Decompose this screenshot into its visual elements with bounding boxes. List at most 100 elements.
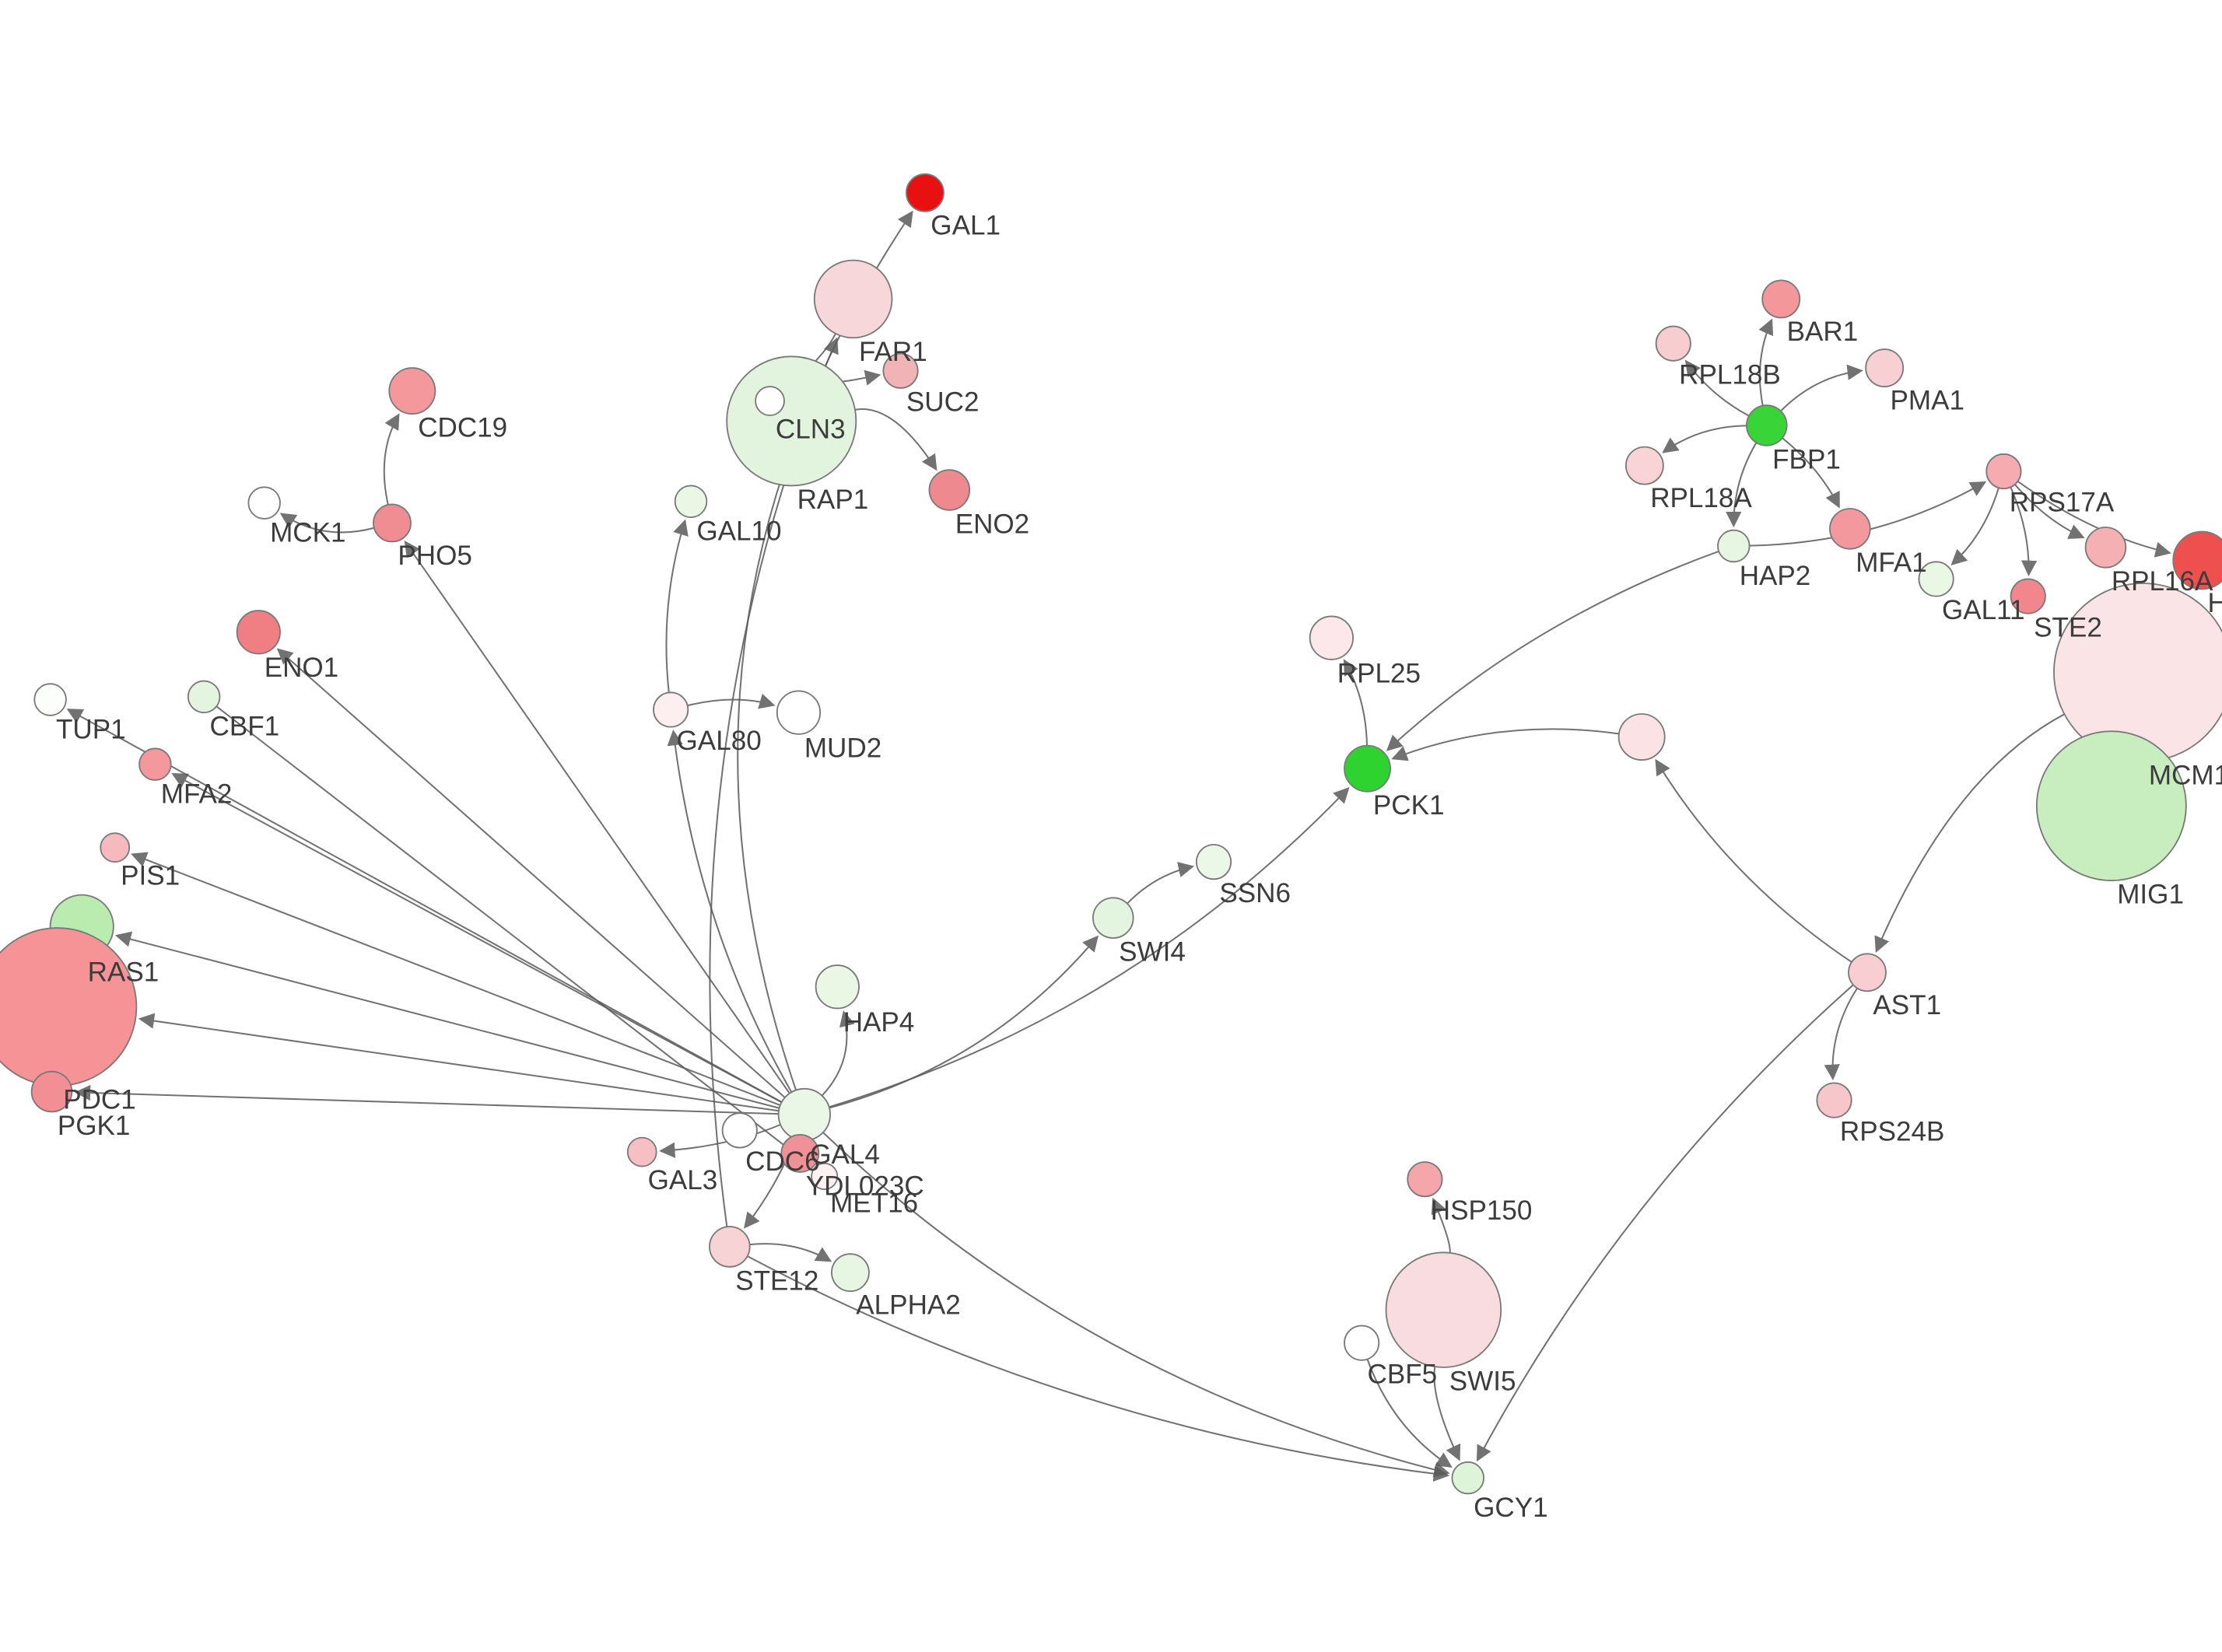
edge-GAL4-TUP1[interactable] (66, 709, 783, 1103)
node-GAL3[interactable] (626, 1136, 657, 1167)
node-label-SWI4: SWI4 (1119, 937, 1186, 968)
node-PCK1[interactable] (1344, 744, 1392, 793)
edge-STE12-GCY1[interactable] (747, 1255, 1450, 1482)
edge-N_UNLABELED-PCK1[interactable] (1391, 728, 1620, 761)
edge-GAL4-PGK1[interactable] (74, 1084, 779, 1115)
node-PDC1[interactable] (0, 927, 138, 1087)
node-MIG1[interactable] (2035, 730, 2187, 882)
node-HIS4[interactable] (2172, 530, 2222, 590)
edge-SWI5-GCY1[interactable] (1433, 1366, 1461, 1461)
node-GAL4[interactable] (777, 1087, 831, 1142)
edge-AST1-RPS24B[interactable] (1824, 988, 1858, 1080)
node-PGK1[interactable] (30, 1070, 73, 1113)
edge-FBP1-PMA1[interactable] (1780, 364, 1863, 412)
node-CDC19[interactable] (388, 367, 436, 415)
node-GAL1[interactable] (906, 173, 945, 212)
edge-RPS17A-RPL16A[interactable] (2014, 484, 2085, 539)
node-PIS1[interactable] (100, 832, 131, 863)
edge-FBP1-HAP2[interactable] (1726, 442, 1758, 528)
node-STE2[interactable] (2010, 578, 2046, 614)
node-AST1[interactable] (1848, 953, 1887, 992)
edge-GAL4-HAP4[interactable] (821, 1010, 855, 1097)
node-PHO5[interactable] (373, 503, 412, 543)
edge-GAL4-RAS1[interactable] (114, 931, 780, 1109)
node-PMA1[interactable] (1865, 348, 1905, 387)
node-RPS24B[interactable] (1816, 1082, 1852, 1118)
edge-PCK1-RPL25[interactable] (1343, 659, 1368, 746)
node-MFA2[interactable] (138, 747, 172, 781)
node-ENO1[interactable] (236, 610, 281, 655)
edge-CBF5-GCY1[interactable] (1366, 1359, 1453, 1468)
node-SWI4[interactable] (1092, 897, 1134, 939)
node-MUD2[interactable] (776, 690, 822, 735)
node-label-ALPHA2: ALPHA2 (856, 1290, 960, 1321)
edge-RPS17A-STE2[interactable] (2010, 486, 2038, 576)
node-GCY1[interactable] (1451, 1461, 1485, 1495)
node-RPL16A[interactable] (2084, 527, 2127, 569)
node-RPS17A[interactable] (1985, 453, 2022, 490)
edge-RAP1-SUC2[interactable] (841, 369, 881, 386)
node-SWI5[interactable] (1385, 1251, 1502, 1368)
node-SUC2[interactable] (882, 352, 919, 389)
node-RAP1[interactable] (726, 355, 857, 487)
edge-GAL4-ENO1[interactable] (276, 648, 786, 1098)
edge-GAL4-MFA2[interactable] (171, 773, 783, 1104)
edge-GAL4-PCK1[interactable] (829, 786, 1350, 1108)
edge-HAP2-PCK1[interactable] (1386, 550, 1719, 751)
node-GAL10[interactable] (674, 485, 708, 519)
edge-GAL80-GAL10[interactable] (665, 519, 689, 693)
edge-SWI5-HSP150[interactable] (1431, 1197, 1451, 1253)
edge-GAL80-MUD2[interactable] (687, 693, 776, 709)
edge-FBP1-MFA1[interactable] (1782, 437, 1840, 509)
node-HAP4[interactable] (815, 964, 860, 1010)
node-TUP1[interactable] (33, 683, 67, 716)
edge-CBF1-MET16[interactable] (216, 705, 812, 1167)
node-RPL18B[interactable] (1655, 325, 1691, 362)
node-ENO2[interactable] (928, 469, 971, 511)
node-FAR1[interactable] (813, 259, 893, 339)
node-HSP150[interactable] (1407, 1161, 1443, 1198)
edge-AST1-GCY1[interactable] (1476, 984, 1854, 1462)
node-CDC6[interactable] (721, 1112, 758, 1149)
node-GAL11[interactable] (1918, 561, 1954, 597)
node-label-ENO1: ENO1 (265, 653, 338, 683)
node-unlabeled[interactable] (1617, 713, 1666, 761)
edge-HAP2-RPS17A[interactable] (1749, 481, 1987, 547)
edge-GAL4-SWI4[interactable] (829, 935, 1099, 1109)
edge-RPS17A-GAL11[interactable] (1950, 487, 1999, 566)
node-CBF5[interactable] (1344, 1325, 1380, 1361)
edge-FBP1-RPL18A[interactable] (1662, 425, 1747, 453)
edge-FBP1-RPL18B[interactable] (1684, 359, 1750, 417)
node-FBP1[interactable] (1746, 404, 1788, 446)
node-RPL25[interactable] (1309, 615, 1354, 660)
node-STE12[interactable] (709, 1226, 751, 1268)
node-SSN6[interactable] (1195, 844, 1232, 880)
node-MCM1[interactable] (2053, 583, 2222, 762)
edge-GAL4-GCY1[interactable] (822, 1132, 1450, 1478)
node-YDL023C[interactable] (780, 1134, 820, 1173)
node-MFA1[interactable] (1829, 508, 1871, 550)
edge-SWI4-SSN6[interactable] (1127, 862, 1195, 905)
node-ALPHA2[interactable] (831, 1253, 870, 1293)
edge-GAL4-PHO5[interactable] (404, 540, 790, 1094)
edge-RPS17A-HIS4[interactable] (2017, 481, 2171, 558)
edge-GAL4-GAL80[interactable] (667, 729, 793, 1093)
node-HAP2[interactable] (1717, 529, 1751, 563)
edge-AST1-N_UNLABELED[interactable] (1655, 758, 1852, 963)
edge-PHO5-MCK1[interactable] (279, 513, 375, 534)
edge-PHO5-CDC19[interactable] (383, 413, 400, 506)
node-GAL80[interactable] (653, 691, 689, 728)
node-BAR1[interactable] (1761, 279, 1801, 319)
node-CBF1[interactable] (187, 680, 221, 714)
node-RPL18A[interactable] (1624, 446, 1664, 485)
edge-STE12-ALPHA2[interactable] (749, 1243, 832, 1262)
node-MCK1[interactable] (247, 486, 281, 520)
edge-FBP1-BAR1[interactable] (1758, 318, 1774, 406)
node-MET16[interactable] (811, 1162, 839, 1190)
edge-GAL4-PIS1[interactable] (131, 852, 781, 1107)
edge-GAL4-GAL3[interactable] (659, 1124, 781, 1158)
node-CLN3[interactable] (755, 386, 785, 416)
edge-MCM1-AST1[interactable] (1874, 713, 2065, 954)
edge-GAL4-PDC1[interactable] (138, 1013, 780, 1112)
edge-RAP1-ENO2[interactable] (854, 408, 938, 471)
